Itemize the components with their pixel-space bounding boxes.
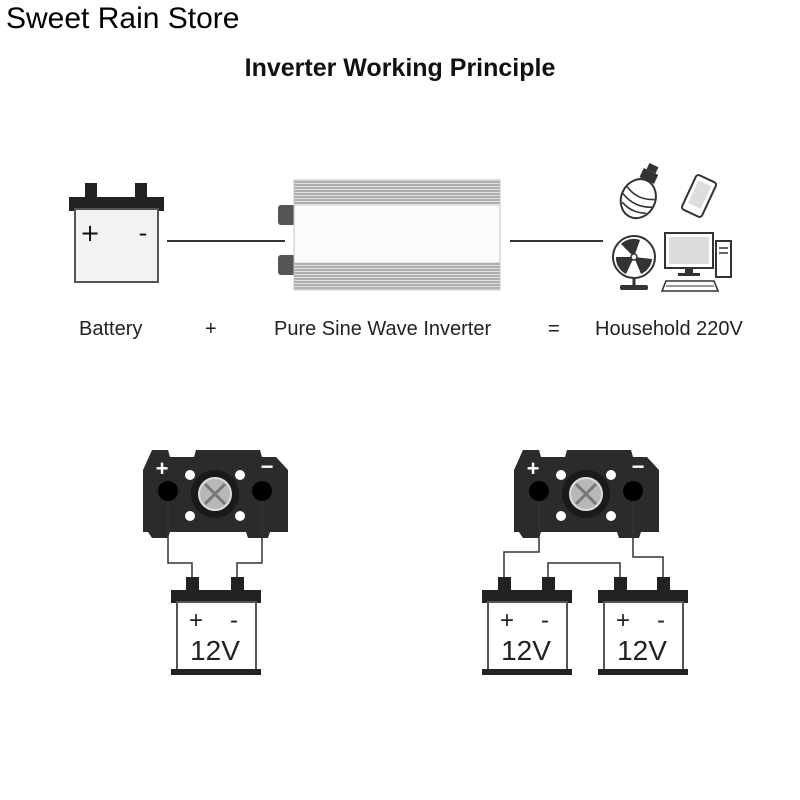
battery-minus-sign: - (541, 607, 549, 634)
store-name: Sweet Rain Store (6, 2, 240, 35)
battery-plus-sign: + (500, 607, 514, 634)
inverter-illustration (278, 179, 501, 291)
diagram-title: Inverter Working Principle (244, 54, 556, 82)
bulb-icon (619, 162, 659, 220)
battery-plus-sign: + (616, 607, 630, 634)
battery-12v-parallel-2: + - 12V (598, 577, 688, 675)
inverter-minus-label: − (632, 454, 645, 479)
battery-minus-sign: - (139, 219, 148, 247)
inverter-panel-single: + − (143, 450, 288, 538)
battery-plus-sign: + (189, 607, 203, 634)
inverter-plus-label: + (527, 456, 540, 481)
inverter-minus-label: − (261, 454, 274, 479)
battery-voltage: 12V (617, 635, 667, 666)
battery-minus-sign: - (657, 607, 665, 634)
battery-plus-sign: + (80, 219, 100, 247)
battery-voltage: 12V (190, 635, 240, 666)
plus-operator: + (205, 318, 217, 340)
inverter-panel-parallel: + − (514, 450, 659, 538)
phone-icon (680, 174, 718, 218)
battery-voltage: 12V (501, 635, 551, 666)
inverter-plus-label: + (156, 456, 169, 481)
fan-icon (612, 235, 656, 290)
wire-single (167, 501, 263, 578)
household-label: Household 220V (595, 318, 743, 340)
battery-12v-parallel-1: + - 12V (482, 577, 572, 675)
inverter-label: Pure Sine Wave Inverter (274, 318, 492, 340)
battery-illustration: + - (69, 183, 164, 283)
equals-operator: = (548, 318, 560, 340)
wire-parallel (503, 501, 664, 578)
battery-minus-sign: - (230, 607, 238, 634)
battery-12v-single: + - 12V (171, 577, 261, 675)
battery-label: Battery (79, 318, 143, 340)
computer-icon (660, 232, 732, 292)
